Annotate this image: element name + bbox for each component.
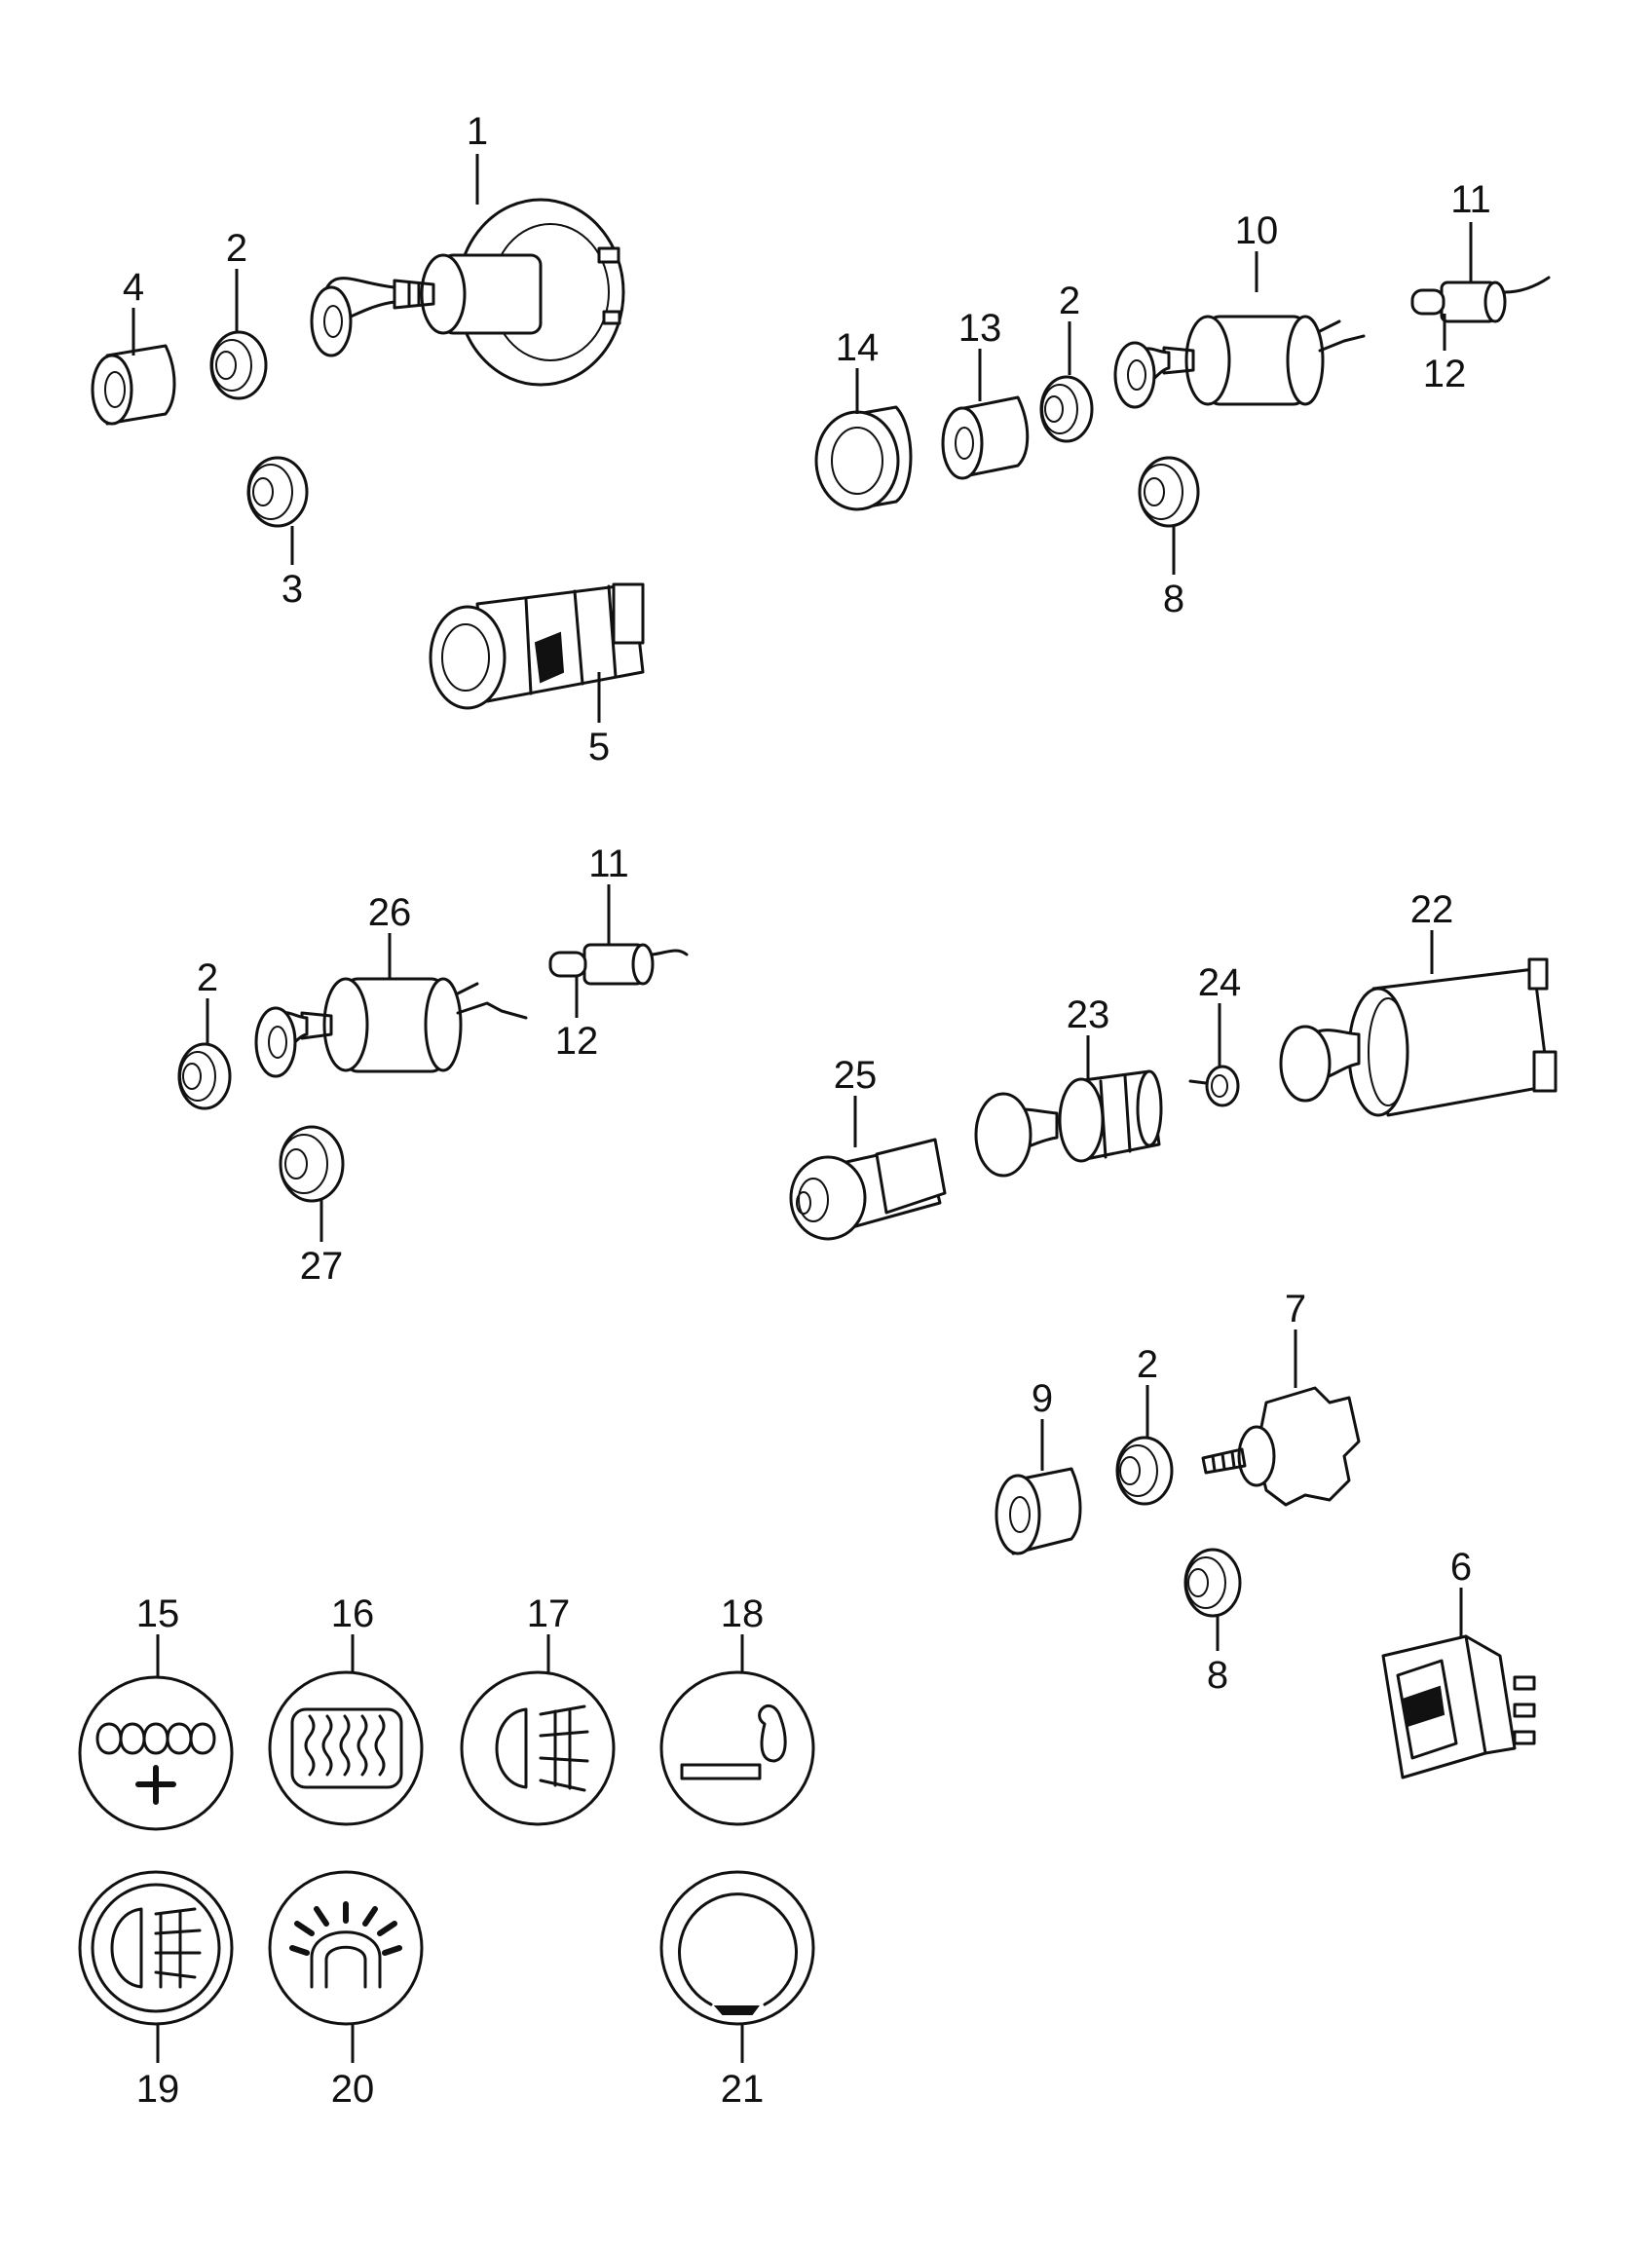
part-7-rotary-switch[interactable] <box>1201 1386 1361 1507</box>
part-22-lighter-housing[interactable] <box>1279 957 1558 1117</box>
part-6-rocker-switch[interactable] <box>1381 1634 1536 1779</box>
rear-fog-light-symbol-icon[interactable] <box>78 1870 234 2026</box>
part-27-knob-insert[interactable] <box>279 1125 345 1203</box>
heated-rear-window-symbol-icon[interactable] <box>268 1670 424 1826</box>
cigarette-lighter-symbol-icon[interactable] <box>659 1670 815 1826</box>
part-11-bulb-holder[interactable] <box>582 943 689 986</box>
label-26: 26 <box>368 891 412 934</box>
label-2: 2 <box>1137 1343 1158 1386</box>
part-1-pull-switch[interactable] <box>310 198 625 387</box>
leader-lines <box>131 154 1473 2063</box>
part-3-knob-insert[interactable] <box>246 456 309 528</box>
part-2-knob-insert[interactable] <box>1115 1436 1174 1506</box>
label-13: 13 <box>958 307 1002 350</box>
label-11: 11 <box>588 843 629 885</box>
label-10: 10 <box>1235 209 1279 252</box>
part-8-knob-insert[interactable] <box>1138 456 1200 528</box>
label-4: 4 <box>123 266 144 309</box>
label-2: 2 <box>197 956 218 999</box>
label-16: 16 <box>331 1592 375 1635</box>
part-2-knob-insert[interactable] <box>209 330 268 400</box>
label-15: 15 <box>136 1592 180 1635</box>
label-21: 21 <box>721 2068 765 2111</box>
label-2: 2 <box>1059 280 1080 322</box>
label-1: 1 <box>467 110 488 153</box>
label-19: 19 <box>136 2068 180 2111</box>
label-7: 7 <box>1285 1288 1306 1330</box>
part-9-knob[interactable] <box>995 1467 1082 1555</box>
label-9: 9 <box>1032 1377 1053 1420</box>
label-12: 12 <box>555 1020 599 1063</box>
label-25: 25 <box>834 1054 878 1097</box>
blank-ring-symbol-icon[interactable] <box>659 1870 815 2026</box>
part-11-bulb-holder[interactable] <box>1440 276 1551 323</box>
label-3: 3 <box>282 568 303 611</box>
part-26-pull-switch[interactable] <box>254 977 528 1078</box>
part-4-knob[interactable] <box>91 344 176 426</box>
label-2: 2 <box>226 227 247 270</box>
label-18: 18 <box>721 1592 765 1635</box>
part-5-lighter-socket[interactable] <box>429 582 645 710</box>
part-10-pull-switch[interactable] <box>1113 315 1366 409</box>
label-5: 5 <box>588 726 610 768</box>
label-14: 14 <box>836 326 880 369</box>
label-8: 8 <box>1207 1654 1228 1697</box>
fog-light-symbol-icon[interactable] <box>460 1670 616 1826</box>
part-24-spring[interactable] <box>1188 1065 1240 1107</box>
label-22: 22 <box>1410 888 1454 931</box>
part-12-bulb[interactable] <box>548 951 587 978</box>
label-12: 12 <box>1423 353 1467 395</box>
rear-window-heater-symbol-icon[interactable] <box>78 1675 234 1831</box>
part-25-lighter-plug[interactable] <box>789 1138 947 1241</box>
label-8: 8 <box>1163 578 1184 620</box>
label-20: 20 <box>331 2068 375 2111</box>
interior-light-symbol-icon[interactable] <box>268 1870 424 2026</box>
label-11: 11 <box>1450 178 1491 221</box>
part-14-ring[interactable] <box>814 405 913 511</box>
label-27: 27 <box>300 1245 344 1288</box>
part-8-knob-insert[interactable] <box>1183 1548 1242 1618</box>
label-23: 23 <box>1067 993 1110 1036</box>
label-6: 6 <box>1450 1546 1472 1589</box>
label-24: 24 <box>1198 961 1242 1004</box>
part-12-bulb[interactable] <box>1410 288 1446 316</box>
part-13-knob[interactable] <box>941 395 1030 480</box>
part-2-knob-insert[interactable] <box>1039 375 1094 443</box>
part-2-knob-insert[interactable] <box>177 1042 232 1110</box>
label-17: 17 <box>527 1592 571 1635</box>
part-23-lighter-element[interactable] <box>974 1069 1163 1178</box>
part-labels: 1 2 4 3 5 10 11 12 2 13 14 8 2 26 11 12 … <box>123 110 1491 2111</box>
